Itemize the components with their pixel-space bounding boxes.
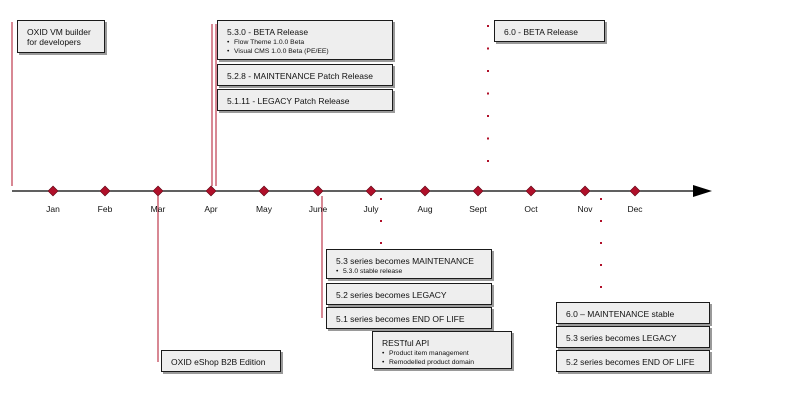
month-label: Oct (524, 204, 538, 214)
event-52-legacy: 5.2 series becomes LEGACY (326, 283, 492, 305)
event-bullets: 5.3.0 stable release (336, 268, 491, 277)
event-title: 5.2 series becomes END OF LIFE (566, 357, 695, 367)
month-marker (99, 185, 111, 197)
event-53-maintenance: 5.3 series becomes MAINTENANCE 5.3.0 sta… (326, 249, 492, 279)
dotted-leader-sept (487, 47, 489, 50)
month-marker (419, 185, 431, 197)
event-bullets: Flow Theme 1.0.0 Beta Visual CMS 1.0.0 B… (227, 39, 392, 56)
month-label: Sept (469, 204, 487, 214)
event-title: 5.3 series becomes MAINTENANCE (336, 256, 474, 266)
month-marker (472, 185, 484, 197)
dotted-leader-july (380, 242, 382, 244)
dotted-leader-july (380, 220, 382, 222)
event-title: 5.1 series becomes END OF LIFE (336, 314, 465, 324)
month-label: Aug (417, 204, 433, 214)
dotted-leader-nov (600, 264, 602, 266)
dotted-leader-nov (600, 242, 602, 244)
month-label: Dec (627, 204, 643, 214)
dotted-leader-sept (487, 25, 489, 27)
event-53-legacy: 5.3 series becomes LEGACY (556, 326, 710, 348)
dotted-leader-sept (487, 70, 489, 72)
dotted-leader-sept (487, 160, 489, 162)
month-label: Apr (204, 204, 218, 214)
bullet-item: Flow Theme 1.0.0 Beta (227, 39, 392, 48)
dotted-leader-july (380, 198, 382, 200)
event-legacy-5111: 5.1.11 - LEGACY Patch Release (217, 89, 393, 111)
month-marker (312, 185, 324, 197)
event-title: 5.2 series becomes LEGACY (336, 290, 447, 300)
month-marker (525, 185, 537, 197)
event-title: 5.2.8 - MAINTENANCE Patch Release (227, 71, 373, 81)
event-51-eol: 5.1 series becomes END OF LIFE (326, 307, 492, 329)
timeline-arrowhead (693, 185, 712, 197)
bullet-item: Visual CMS 1.0.0 Beta (PE/EE) (227, 48, 392, 57)
month-label: May (255, 204, 273, 214)
event-bullets: Product item management Remodelled produ… (382, 350, 511, 367)
month-marker (258, 185, 270, 197)
bullet-item: Remodelled product domain (382, 359, 511, 368)
event-60-maintenance: 6.0 – MAINTENANCE stable (556, 302, 710, 324)
month-marker (205, 185, 217, 197)
bullet-item: 5.3.0 stable release (336, 268, 491, 277)
event-title: OXID VM builder for developers (27, 27, 91, 47)
dotted-leader-nov (600, 198, 602, 200)
bullet-item: Product item management (382, 350, 511, 359)
event-title: 5.3.0 - BETA Release (227, 27, 309, 37)
event-maint-528: 5.2.8 - MAINTENANCE Patch Release (217, 64, 393, 86)
event-b2b: OXID eShop B2B Edition (161, 350, 281, 372)
month-label: Mar (150, 204, 166, 214)
month-marker (47, 185, 59, 197)
month-marker (629, 185, 641, 197)
event-restful-api: RESTful API Product item management Remo… (372, 331, 512, 369)
month-marker (579, 185, 591, 197)
month-label: Feb (97, 204, 113, 214)
dotted-leader-nov (600, 286, 602, 288)
month-label: Jan (46, 204, 60, 214)
month-label: June (308, 204, 328, 214)
month-label: July (363, 204, 379, 214)
event-title: 5.3 series becomes LEGACY (566, 333, 677, 343)
event-title: RESTful API (382, 338, 430, 348)
dotted-leader-sept (487, 137, 489, 140)
event-title: OXID eShop B2B Edition (171, 357, 266, 367)
dotted-leader-nov (600, 220, 602, 222)
event-title: 6.0 – MAINTENANCE stable (566, 309, 675, 319)
event-52-eol: 5.2 series becomes END OF LIFE (556, 350, 710, 372)
event-beta-60: 6.0 - BETA Release (494, 20, 605, 42)
event-vm-builder: OXID VM builder for developers (17, 20, 105, 53)
event-beta-530: 5.3.0 - BETA Release Flow Theme 1.0.0 Be… (217, 20, 393, 60)
month-marker (152, 185, 164, 197)
month-marker (365, 185, 377, 197)
dotted-leader-sept (487, 92, 489, 95)
dotted-leader-sept (487, 115, 489, 117)
event-title: 5.1.11 - LEGACY Patch Release (227, 96, 350, 106)
event-title: 6.0 - BETA Release (504, 27, 579, 37)
month-label: Nov (577, 204, 593, 214)
